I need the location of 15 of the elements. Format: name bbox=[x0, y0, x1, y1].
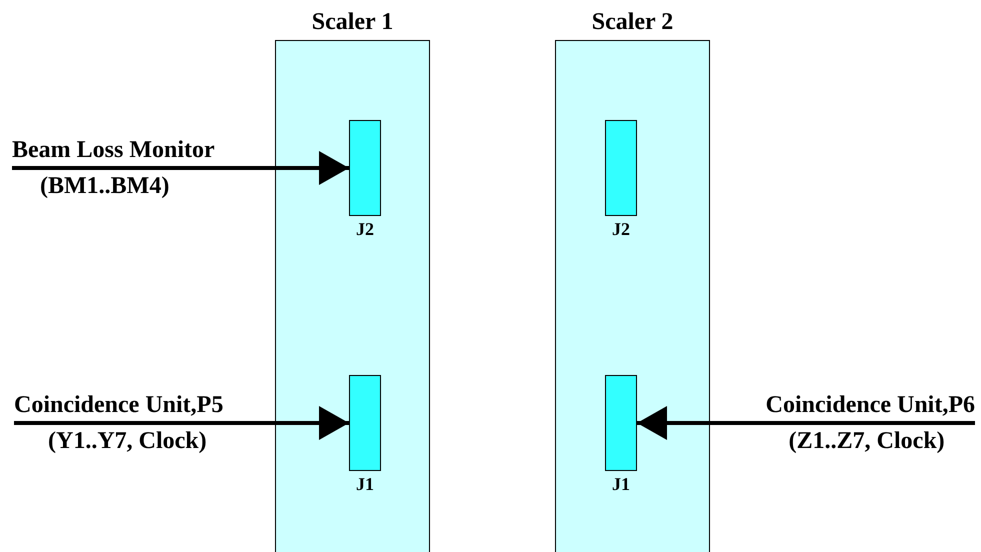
signal-source-label: Coincidence Unit,P6 bbox=[766, 391, 975, 419]
arrow bbox=[637, 406, 975, 440]
connector-label: J2 bbox=[612, 218, 630, 240]
panel-title: Scaler 2 bbox=[590, 8, 674, 36]
signal-source-label: Coincidence Unit,P5 bbox=[14, 391, 224, 419]
connector-label: J1 bbox=[612, 473, 630, 495]
connector-label: J1 bbox=[356, 473, 374, 495]
connector-label: J2 bbox=[356, 218, 374, 240]
arrow bbox=[12, 151, 349, 185]
signal-source-label: (Z1..Z7, Clock) bbox=[788, 427, 945, 455]
signal-source-label: (Y1..Y7, Clock) bbox=[48, 427, 207, 455]
signal-source-label: (BM1..BM4) bbox=[40, 172, 170, 200]
signal-source-label: Beam Loss Monitor bbox=[12, 136, 215, 164]
arrow bbox=[14, 406, 349, 440]
panel-title: Scaler 1 bbox=[310, 8, 394, 36]
